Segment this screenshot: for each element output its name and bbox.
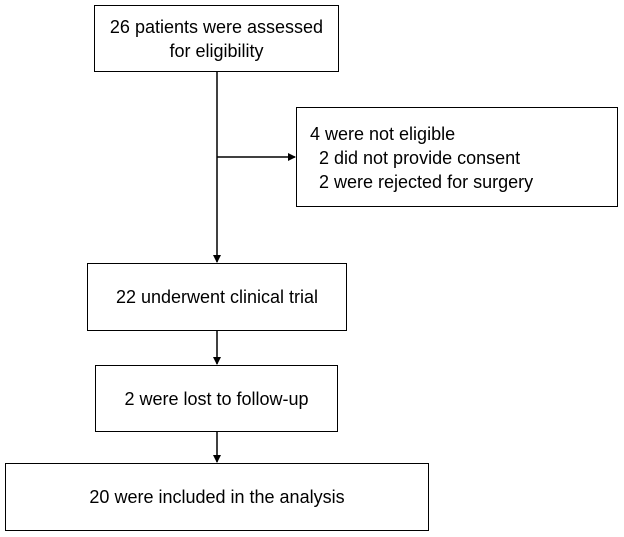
excluded-box: 4 were not eligible 2 did not provide co… — [296, 107, 618, 207]
assessed-line-1: 26 patients were assessed — [109, 16, 324, 37]
assessed-line-2: for eligibility — [169, 40, 264, 61]
analysis-label: 20 were included in the analysis — [89, 487, 345, 507]
excluded-reason-consent: 2 did not provide consent — [319, 148, 521, 168]
excluded-reason-surgery: 2 were rejected for surgery — [319, 172, 534, 192]
lost-to-follow-up-box: 2 were lost to follow-up — [95, 365, 338, 432]
trial-box: 22 underwent clinical trial — [87, 263, 347, 331]
lost-label: 2 were lost to follow-up — [124, 388, 309, 409]
trial-label: 22 underwent clinical trial — [115, 287, 319, 307]
assessed-box: 26 patients were assessed for eligibilit… — [94, 5, 339, 72]
excluded-title: 4 were not eligible — [310, 124, 456, 144]
analysis-box: 20 were included in the analysis — [5, 463, 429, 531]
